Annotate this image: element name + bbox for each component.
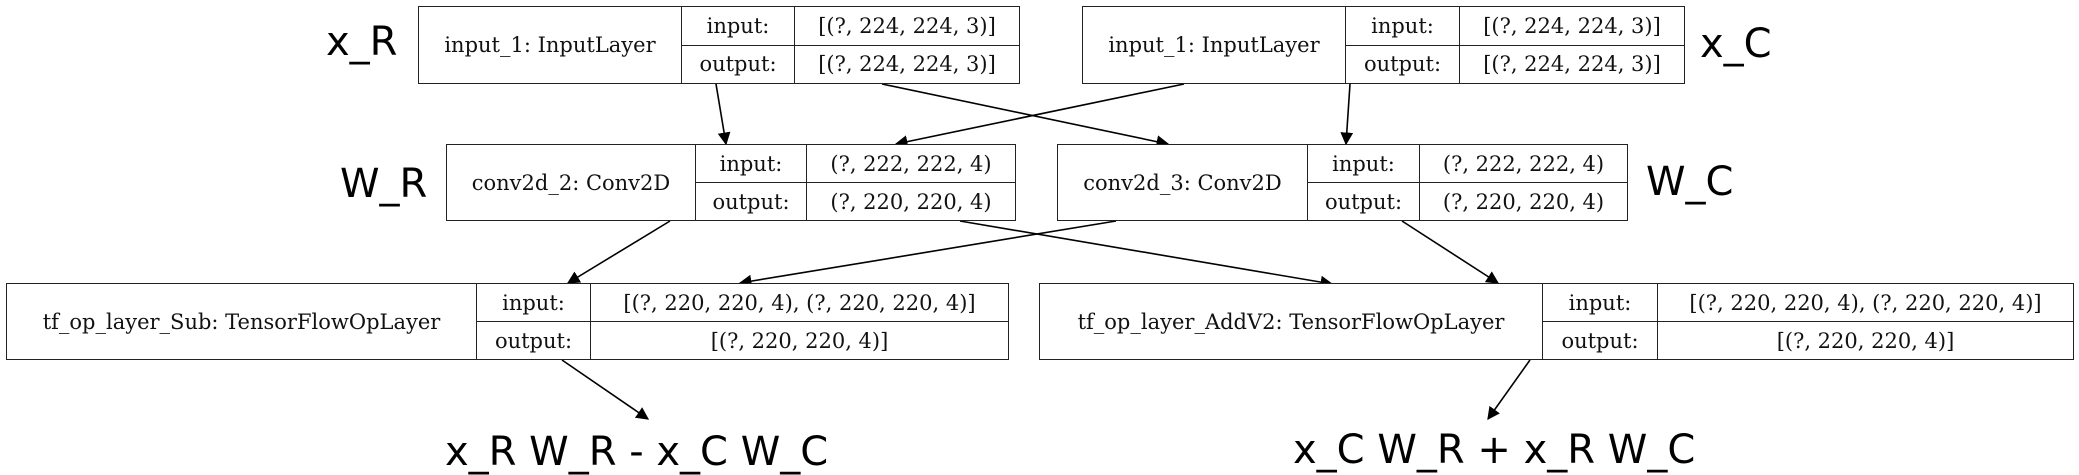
output-key: output: <box>477 322 591 359</box>
edge-input-right-to-conv-left <box>894 83 1185 148</box>
input-shape: [(?, 220, 220, 4), (?, 220, 220, 4)] <box>1689 290 2042 315</box>
conv2d-node-right: conv2d_3: Conv2D input: (?, 222, 222, 4)… <box>1057 144 1628 221</box>
edge-conv-right-to-add <box>1401 220 1500 284</box>
label-sub-expression: x_R W_R - x_C W_C <box>445 429 829 475</box>
input-key: input: <box>696 145 807 182</box>
output-shape: [(?, 220, 220, 4)] <box>1776 328 1955 353</box>
input-shape: [(?, 224, 224, 3)] <box>818 13 996 38</box>
input-shape: [(?, 224, 224, 3)] <box>1483 13 1661 38</box>
output-key: output: <box>1346 45 1460 83</box>
edge-add-to-expr <box>1487 359 1531 421</box>
edge-conv-left-to-add <box>959 220 1334 289</box>
input-layer-node-left: input_1: InputLayer input: [(?, 224, 224… <box>418 6 1020 84</box>
edge-input-right-to-conv-right <box>1340 83 1354 146</box>
input-key: input: <box>1543 284 1658 321</box>
output-key: output: <box>682 45 795 83</box>
label-x-c: x_C <box>1700 21 1772 67</box>
node-name: input_1: InputLayer <box>419 7 682 83</box>
label-w-r: W_R <box>340 161 428 207</box>
output-key: output: <box>1308 183 1420 220</box>
input-layer-node-right: input_1: InputLayer input: [(?, 224, 224… <box>1082 6 1685 84</box>
edge-input-left-to-conv-right <box>881 83 1170 148</box>
node-name: tf_op_layer_Sub: TensorFlowOpLayer <box>7 284 477 359</box>
addv2-op-node: tf_op_layer_AddV2: TensorFlowOpLayer inp… <box>1039 283 2074 360</box>
input-key: input: <box>1346 7 1460 45</box>
input-key: input: <box>682 7 795 45</box>
input-key: input: <box>477 284 591 321</box>
input-shape: [(?, 220, 220, 4), (?, 220, 220, 4)] <box>623 290 976 315</box>
node-name: tf_op_layer_AddV2: TensorFlowOpLayer <box>1040 284 1543 359</box>
input-key: input: <box>1308 145 1420 182</box>
node-name: input_1: InputLayer <box>1083 7 1346 83</box>
node-name: conv2d_2: Conv2D <box>447 145 696 220</box>
node-name: conv2d_3: Conv2D <box>1058 145 1308 220</box>
input-shape: (?, 222, 222, 4) <box>830 151 992 176</box>
edge-conv-left-to-sub <box>566 220 671 284</box>
edge-conv-right-to-sub <box>738 220 1117 288</box>
conv2d-node-left: conv2d_2: Conv2D input: (?, 222, 222, 4)… <box>446 144 1016 221</box>
output-shape: [(?, 224, 224, 3)] <box>1483 52 1661 77</box>
output-shape: [(?, 220, 220, 4)] <box>710 328 889 353</box>
edge-sub-to-expr <box>561 359 650 420</box>
output-key: output: <box>696 183 807 220</box>
output-shape: (?, 220, 220, 4) <box>1442 189 1605 214</box>
label-w-c: W_C <box>1646 159 1734 205</box>
sub-op-node: tf_op_layer_Sub: TensorFlowOpLayer input… <box>6 283 1009 360</box>
input-shape: (?, 222, 222, 4) <box>1442 151 1605 176</box>
label-add-expression: x_C W_R + x_R W_C <box>1293 427 1696 473</box>
output-key: output: <box>1543 322 1658 359</box>
output-shape: [(?, 224, 224, 3)] <box>818 52 996 77</box>
output-shape: (?, 220, 220, 4) <box>830 189 992 214</box>
label-x-r: x_R <box>326 19 398 65</box>
edge-input-left-to-conv-left <box>715 83 731 146</box>
